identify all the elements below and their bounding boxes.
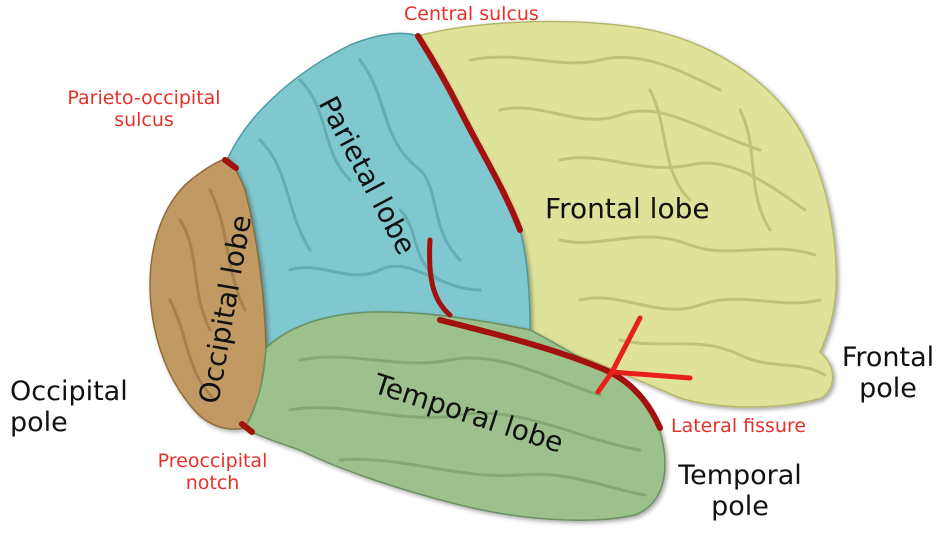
occipital-pole-label: Occipital pole — [10, 376, 128, 438]
occipital-pole-line2: pole — [10, 407, 128, 438]
preoccipital-line1: Preoccipital — [150, 451, 275, 473]
occipital-pole-line1: Occipital — [10, 376, 128, 407]
parieto-occipital-line2: sulcus — [44, 110, 244, 132]
frontal-pole-label: Frontal pole — [833, 342, 943, 404]
temporal-pole-line2: pole — [660, 491, 820, 522]
preoccipital-notch-label: Preoccipital notch — [150, 451, 275, 495]
parieto-occipital-line1: Parieto-occipital — [44, 88, 244, 110]
central-sulcus-label: Central sulcus — [404, 4, 539, 26]
frontal-pole-line1: Frontal — [833, 342, 943, 373]
parieto-occipital-sulcus-label: Parieto-occipital sulcus — [44, 88, 244, 132]
frontal-pole-line2: pole — [833, 373, 943, 404]
temporal-pole-label: Temporal pole — [660, 460, 820, 522]
preoccipital-line2: notch — [150, 473, 275, 495]
temporal-pole-line1: Temporal — [660, 460, 820, 491]
frontal-lobe-label: Frontal lobe — [545, 192, 710, 225]
lateral-fissure-label: Lateral fissure — [671, 416, 806, 438]
